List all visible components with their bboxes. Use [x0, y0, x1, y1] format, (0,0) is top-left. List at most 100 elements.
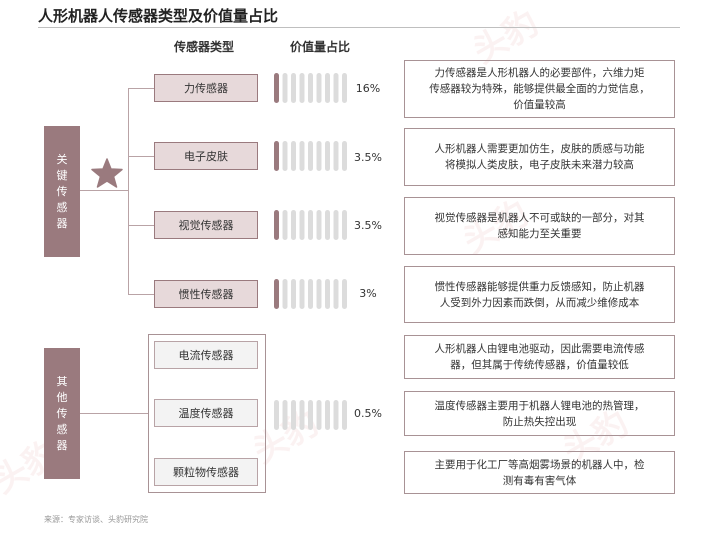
category-char: 键 [56, 168, 68, 182]
bar-segment-empty [342, 141, 347, 171]
bar-segment-empty [342, 73, 347, 103]
bar-segment-empty [333, 279, 339, 309]
description-line: 人受到外力因素而跌倒，从而减少维修成本 [439, 296, 640, 309]
source-note: 来源：专家访谈、头豹研究院 [44, 515, 148, 524]
other-sensors-group [148, 334, 266, 493]
bar-segment-empty [291, 73, 296, 103]
bar-segment-empty [282, 210, 288, 240]
header-sensor-type: 传感器类型 [174, 40, 235, 54]
connector-line [80, 190, 128, 191]
bar-segment-empty [291, 210, 296, 240]
bar-segment-empty [316, 400, 322, 430]
sensor-inertial: 惯性传感器 [154, 280, 258, 308]
category-key-sensors: 关 键 传 感 器 [44, 126, 80, 257]
bar-segment-filled [274, 210, 279, 240]
description-line: 防止热失控出现 [502, 415, 577, 428]
bar-segment-empty [308, 210, 313, 240]
description-particulate: 主要用于化工厂等高烟雾场景的机器人中，检测有毒有害气体 [404, 451, 675, 494]
bar-segment-empty [291, 279, 296, 309]
description-line: 温度传感器主要用于机器人锂电池的热管理， [434, 399, 645, 412]
bar-segment-empty [325, 73, 330, 103]
header-value-share: 价值量占比 [290, 40, 351, 54]
description-line: 感知能力至关重要 [497, 228, 582, 240]
description-line: 将模拟人类皮肤，电子皮肤未来潜力较高 [445, 159, 634, 171]
description-inertial: 惯性传感器能够提供重力反馈感知，防止机器人受到外力因素而跌倒，从而减少维修成本 [404, 266, 675, 323]
description-line: 惯性传感器能够提供重力反馈感知，防止机器 [434, 280, 645, 293]
bar-segment-empty [316, 279, 322, 309]
bar-segment-empty [282, 73, 288, 103]
bar-segment-empty [333, 400, 339, 430]
connector-line [128, 294, 154, 295]
category-char: 器 [56, 438, 68, 452]
description-e-skin: 人形机器人需要更加仿生，皮肤的质感与功能将模拟人类皮肤，电子皮肤未来潜力较高 [404, 128, 675, 186]
bar-segment-empty [282, 400, 288, 430]
connector-line [128, 88, 129, 294]
share-temperature: 0.5% [354, 407, 382, 420]
bar-segment-empty [316, 210, 322, 240]
connector-line [128, 156, 154, 157]
title-divider [38, 27, 680, 28]
category-char: 传 [56, 184, 68, 198]
bar-segment-empty [342, 210, 347, 240]
sensor-particulate: 颗粒物传感器 [154, 458, 258, 486]
bar-segment-empty [299, 400, 305, 430]
description-temperature: 温度传感器主要用于机器人锂电池的热管理， 防止热失控出现 [404, 391, 675, 436]
category-other-sensors: 其 他 传 感 器 [44, 348, 80, 479]
star-icon [91, 158, 123, 188]
bar-segment-empty [325, 210, 330, 240]
bar-segment-empty [291, 400, 296, 430]
bar-segment-empty [308, 141, 313, 171]
description-vision: 视觉传感器是机器人不可或缺的一部分，对其感知能力至关重要 [404, 197, 675, 255]
bar-segment-empty [299, 210, 305, 240]
description-line: 测有毒有害气体 [502, 474, 577, 487]
bar-segment-empty [299, 141, 305, 171]
description-line: 视觉传感器是机器人不可或缺的一部分，对其 [434, 212, 645, 224]
connector-line [80, 413, 148, 414]
bar-segment-filled [274, 279, 279, 309]
sensor-force: 力传感器 [154, 74, 258, 102]
description-line: 人形机器人需要更加仿生，皮肤的质感与功能 [434, 143, 645, 155]
bar-segment-empty [333, 141, 339, 171]
bar-segment-empty [299, 73, 305, 103]
bar-segment-filled [274, 73, 279, 103]
connector-line [128, 88, 154, 89]
bar-segment-empty [316, 141, 322, 171]
bar-segment-empty [308, 279, 313, 309]
value-share-bars [274, 73, 347, 430]
share-e-skin: 3.5% [354, 151, 382, 164]
bar-segment-empty [342, 400, 347, 430]
category-char: 关 [56, 152, 68, 166]
bar-segment-empty [274, 400, 279, 430]
category-char: 器 [56, 216, 68, 230]
bar-segment-empty [316, 73, 322, 103]
page-title: 人形机器人传感器类型及价值量占比 [38, 7, 279, 25]
description-line: 价值量较高 [513, 99, 566, 111]
category-char: 他 [56, 390, 68, 404]
bar-segment-empty [342, 279, 347, 309]
category-char: 传 [56, 406, 68, 420]
description-line: 器，但其属于传统传感器，价值量较低 [450, 359, 629, 371]
bar-segment-empty [325, 141, 330, 171]
description-line: 传感器较为特殊，能够提供最全面的力觉信息， [429, 83, 650, 95]
sensor-current: 电流传感器 [154, 341, 258, 369]
share-inertial: 3% [359, 287, 377, 300]
description-line: 力传感器是人形机器人的必要部件，六维力矩 [434, 67, 645, 79]
bar-segment-empty [282, 141, 288, 171]
sensor-vision: 视觉传感器 [154, 211, 258, 239]
bar-segment-empty [333, 73, 339, 103]
sensor-temperature: 温度传感器 [154, 399, 258, 427]
bar-segment-empty [308, 400, 313, 430]
category-char: 其 [56, 374, 68, 388]
bar-segment-empty [333, 210, 339, 240]
sensor-e-skin: 电子皮肤 [154, 142, 258, 170]
bar-segment-empty [325, 400, 330, 430]
bar-segment-empty [325, 279, 330, 309]
bar-segment-empty [308, 73, 313, 103]
description-line: 人形机器人由锂电池驱动，因此需要电流传感 [434, 343, 645, 355]
bar-segment-empty [291, 141, 296, 171]
connector-line [128, 225, 154, 226]
share-vision: 3.5% [354, 219, 382, 232]
description-current: 人形机器人由锂电池驱动，因此需要电流传感器，但其属于传统传感器，价值量较低 [404, 335, 675, 379]
description-force: 力传感器是人形机器人的必要部件，六维力矩传感器较为特殊，能够提供最全面的力觉信息… [404, 60, 675, 118]
category-char: 感 [56, 422, 68, 436]
